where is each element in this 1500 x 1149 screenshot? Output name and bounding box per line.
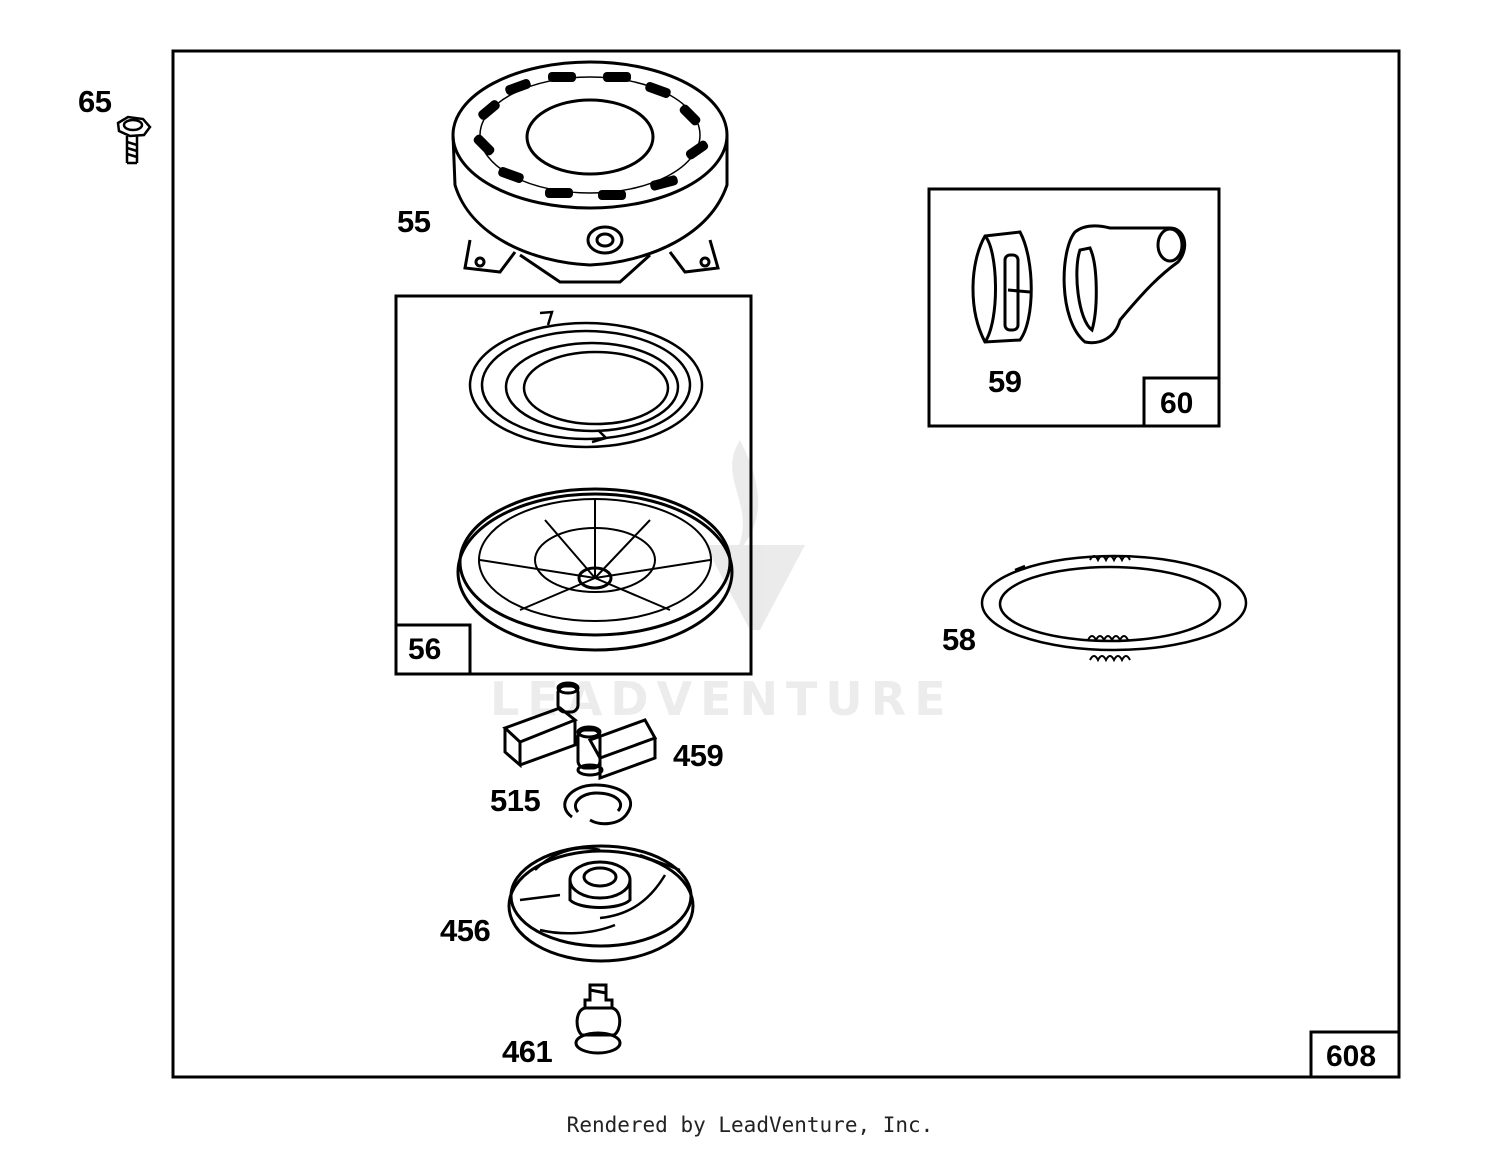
retainer-515 [563, 783, 633, 826]
kit-label-56[interactable]: 56 [408, 633, 442, 666]
watermark-text: LEADVENTURE [490, 672, 954, 726]
kit-box-60-label [1142, 376, 1221, 428]
starter-handle-60 [1062, 224, 1187, 345]
starter-handle-insert-59 [971, 230, 1033, 344]
blower-housing-55 [451, 60, 729, 284]
kit-box-56-label [394, 623, 472, 676]
pulley [456, 487, 734, 652]
starter-rope-58 [980, 554, 1248, 663]
callout-58[interactable]: 58 [942, 622, 976, 657]
assembly-frame [171, 49, 1401, 1079]
kit-box-608-label [1309, 1030, 1401, 1079]
callout-461[interactable]: 461 [502, 1034, 553, 1069]
footer-credit: Rendered by LeadVenture, Inc. [566, 1113, 934, 1137]
kit-box-56 [394, 294, 753, 676]
callout-459[interactable]: 459 [673, 738, 724, 773]
callout-456[interactable]: 456 [440, 913, 491, 948]
kit-label-60[interactable]: 60 [1160, 387, 1194, 420]
ratchet-456 [507, 844, 695, 963]
screw-461 [574, 983, 622, 1055]
kit-label-608[interactable]: 608 [1326, 1040, 1377, 1073]
bolt-65 [116, 115, 152, 165]
rewind-spring [468, 310, 704, 449]
callout-55[interactable]: 55 [397, 204, 431, 239]
pawls-459 [502, 681, 658, 781]
callout-515[interactable]: 515 [490, 783, 541, 818]
housing-vents [473, 72, 709, 200]
callout-59[interactable]: 59 [988, 364, 1022, 399]
callout-65[interactable]: 65 [78, 84, 112, 119]
kit-box-60 [927, 187, 1221, 428]
